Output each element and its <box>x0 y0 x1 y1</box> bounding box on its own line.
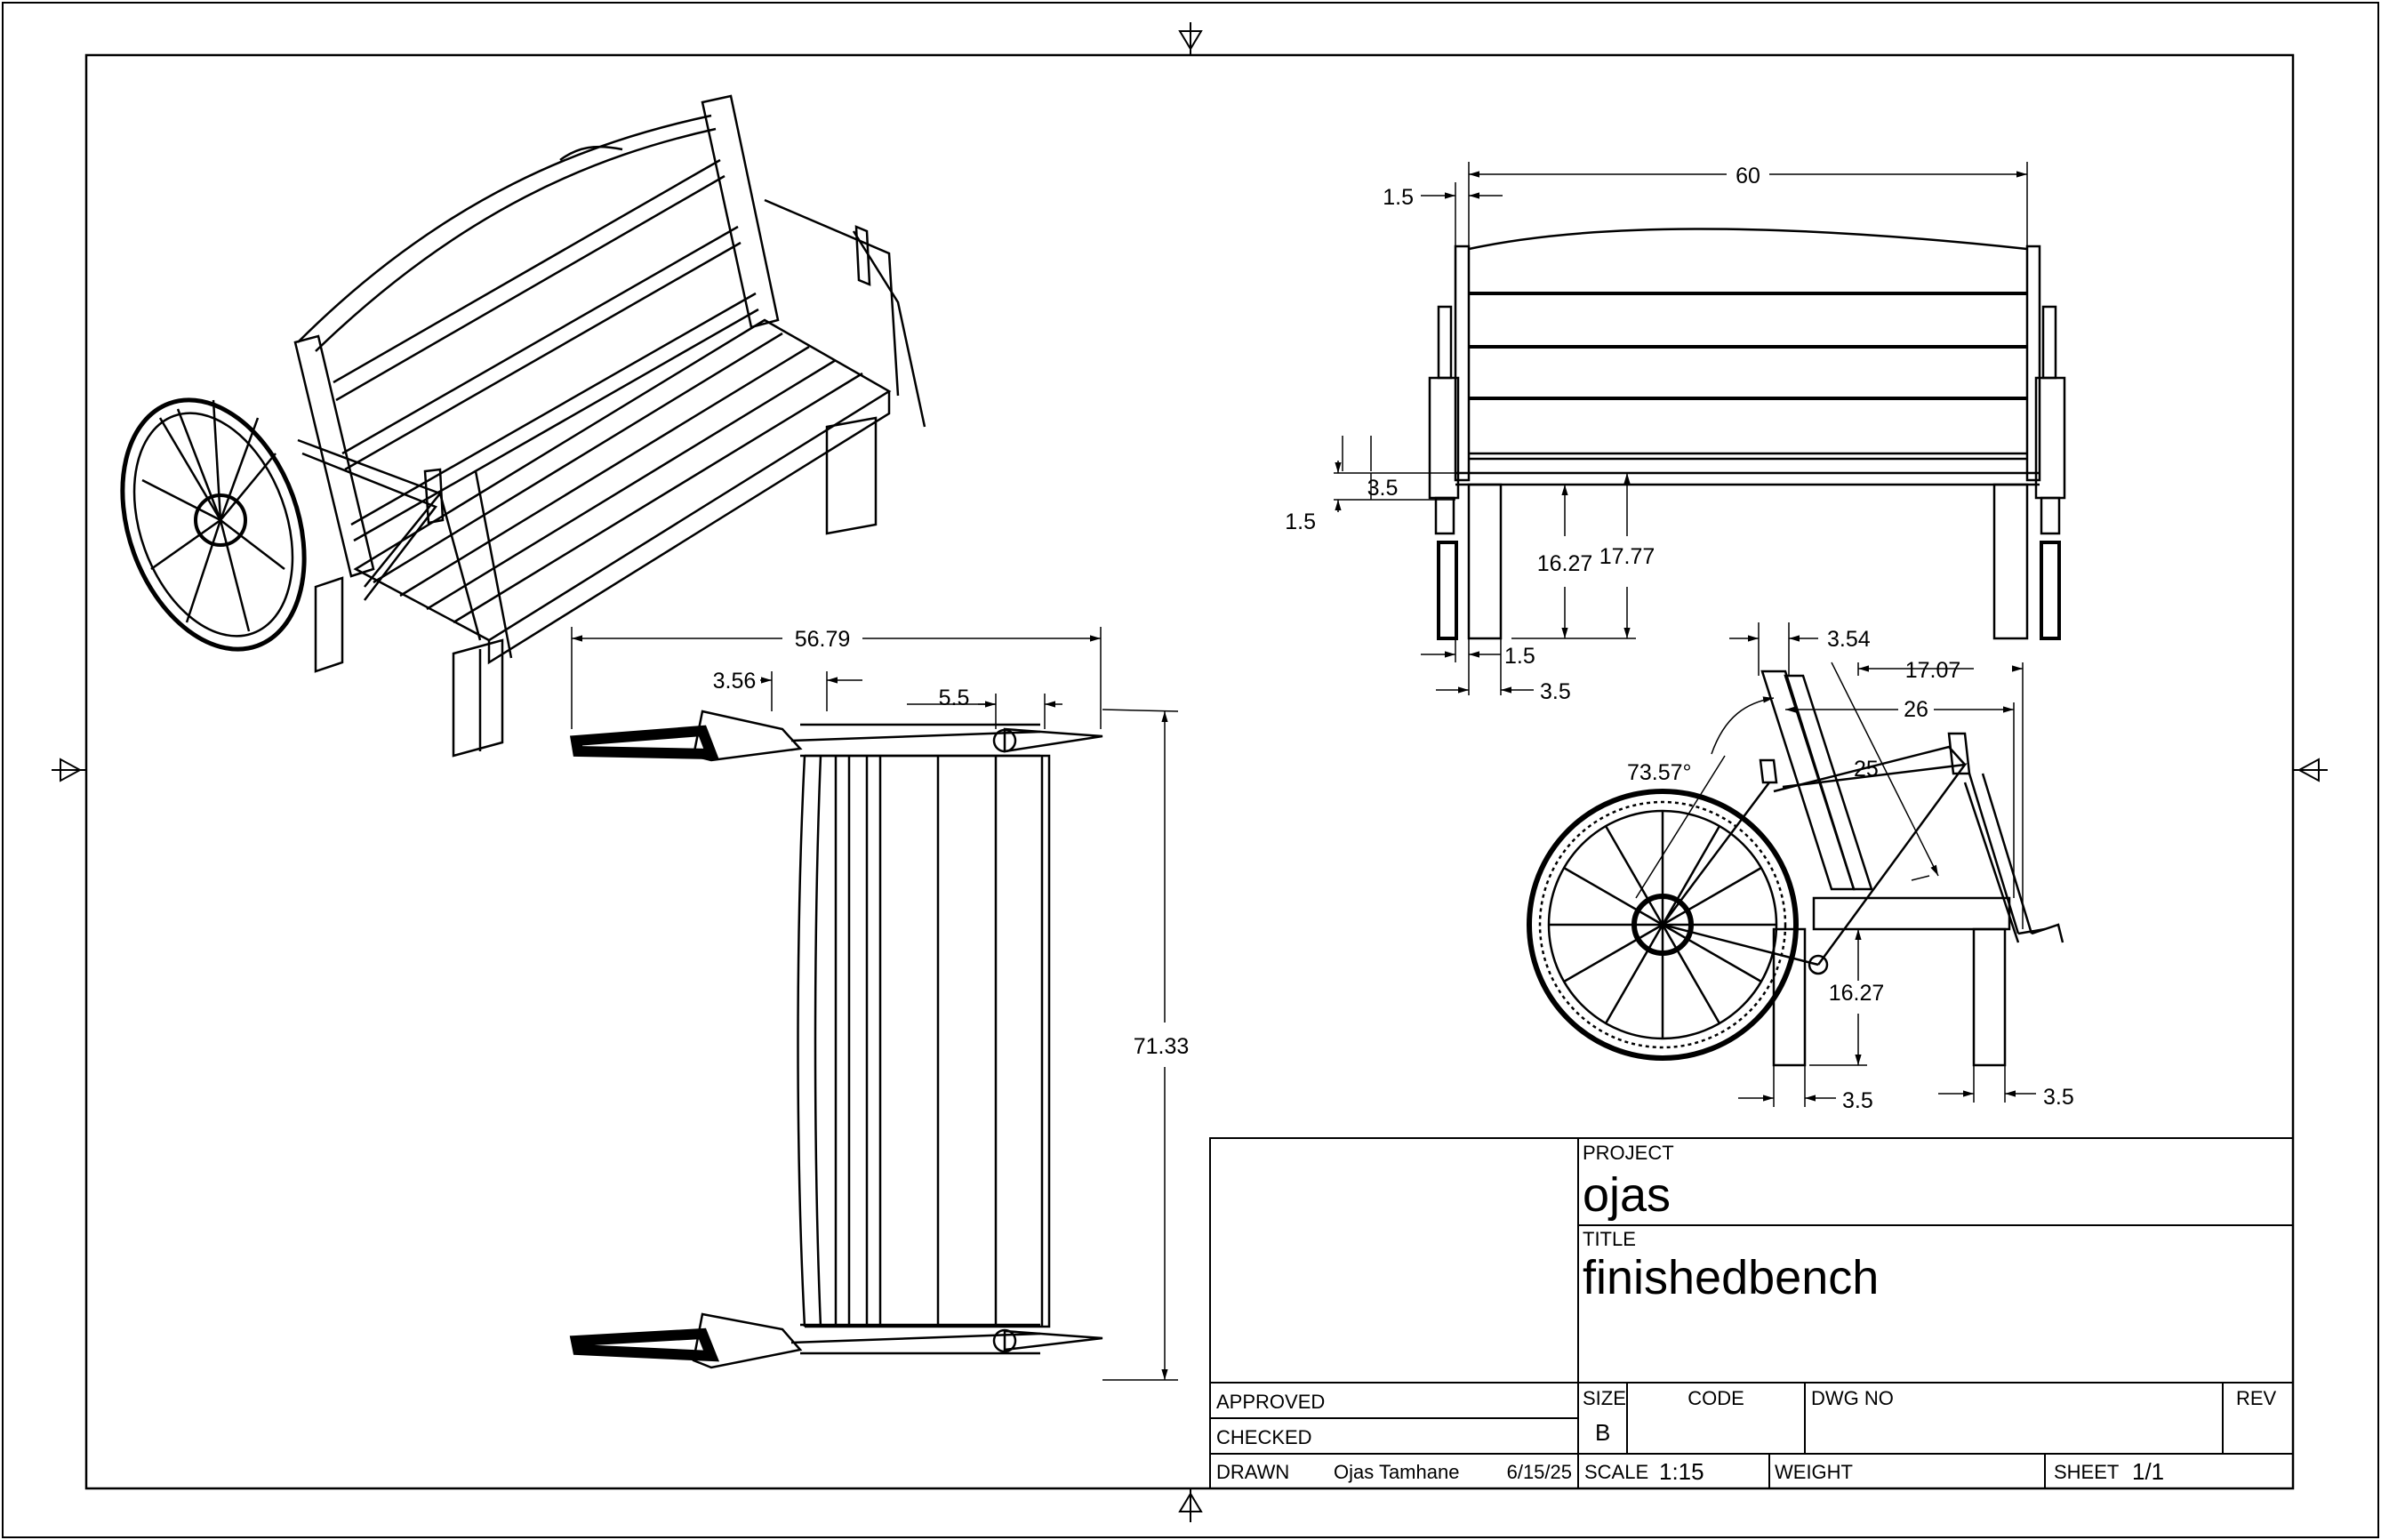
sheet-label: SHEET <box>2054 1461 2119 1483</box>
drawn-label: DRAWN <box>1216 1461 1289 1483</box>
front-leg-inset: 1.5 <box>1504 644 1535 669</box>
title-label: TITLE <box>1583 1228 1636 1250</box>
top-view-labels: 56.79 3.56 5.5 71.33 <box>713 627 1190 1059</box>
top-view-dimensions <box>571 627 1179 1381</box>
front-slat-thickness: 3.5 <box>1367 476 1399 501</box>
drawn-date: 6/15/25 <box>1507 1461 1572 1483</box>
front-overall-width: 60 <box>1736 164 1760 188</box>
title-block <box>1209 1137 2294 1489</box>
side-seat-depth: 26 <box>1904 697 1928 722</box>
isometric-view <box>120 94 926 758</box>
approved-label: APPROVED <box>1216 1391 1325 1413</box>
front-seat-height-low: 16.27 <box>1537 551 1593 576</box>
weight-label: WEIGHT <box>1775 1461 1853 1483</box>
dwg-no-label: DWG NO <box>1811 1387 1894 1409</box>
side-seat-height: 16.27 <box>1829 981 1885 1006</box>
scale-value: 1:15 <box>1659 1458 1704 1485</box>
title-block-text: PROJECT ojas TITLE finishedbench APPROVE… <box>1216 1142 2277 1485</box>
iso-wheel <box>120 397 307 652</box>
front-view <box>1428 228 2066 640</box>
sheet-value: 1/1 <box>2132 1458 2164 1485</box>
side-view-dimensions <box>1635 622 2036 1107</box>
project-name: ojas <box>1583 1168 1671 1222</box>
size-label: SIZE <box>1583 1387 1626 1409</box>
front-leg-width: 3.5 <box>1540 679 1571 704</box>
front-view-labels: 60 1.5 3.5 1.5 16.27 17.77 1.5 3.5 <box>1285 164 1760 704</box>
front-seat-height-high: 17.77 <box>1599 544 1655 569</box>
side-back-angle: 73.57° <box>1627 760 1692 785</box>
size-value: B <box>1595 1419 1610 1446</box>
drawn-by: Ojas Tamhane <box>1334 1461 1459 1483</box>
front-leg-offset: 1.5 <box>1383 185 1414 210</box>
rev-label: REV <box>2236 1387 2277 1409</box>
side-view-labels: 3.54 17.07 26 25 73.57° 16.27 3.5 3.5 <box>1627 627 2074 1113</box>
side-back-length: 25 <box>1854 757 1879 782</box>
top-offset-right: 5.5 <box>939 686 970 710</box>
top-overall-width: 56.79 <box>795 627 851 652</box>
top-overall-depth: 71.33 <box>1134 1034 1190 1059</box>
scale-label: SCALE <box>1584 1461 1648 1483</box>
side-frame-offset: 17.07 <box>1905 658 1961 683</box>
side-leg-width-front: 3.5 <box>2043 1085 2074 1110</box>
side-leg-width-rear: 3.5 <box>1842 1088 1873 1113</box>
top-view <box>569 710 1103 1369</box>
project-label: PROJECT <box>1583 1142 1674 1164</box>
top-offset-left: 3.56 <box>713 669 757 694</box>
centering-marks <box>52 22 2328 1522</box>
drawing-title: finishedbench <box>1583 1251 1879 1304</box>
checked-label: CHECKED <box>1216 1426 1312 1448</box>
side-view <box>1527 670 2064 1067</box>
side-back-top-offset: 3.54 <box>1827 627 1871 652</box>
front-view-dimensions <box>1334 162 2028 695</box>
code-label: CODE <box>1688 1387 1744 1409</box>
front-slat-gap: 1.5 <box>1285 509 1316 534</box>
